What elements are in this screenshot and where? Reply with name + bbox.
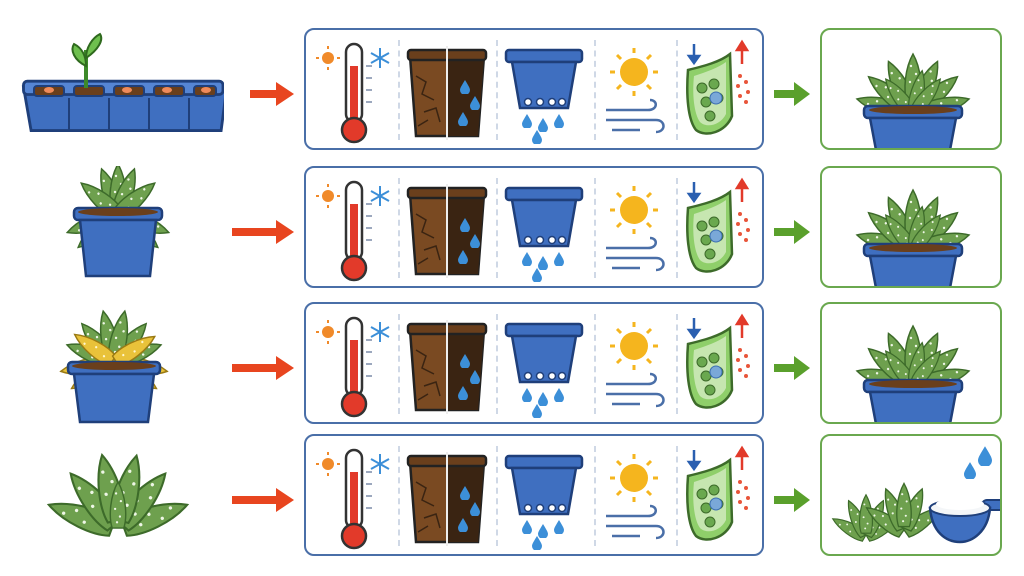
leaf-cell-transpiration-icon (682, 36, 758, 144)
growing-conditions-panel (304, 302, 764, 424)
growing-conditions-panel (304, 28, 764, 150)
drooping-succulent-illustration (14, 166, 224, 298)
drainage-pot-icon (502, 310, 586, 418)
drainage-pot-icon (502, 174, 586, 282)
temperature-icon (314, 310, 392, 418)
row-drooping (0, 166, 1024, 298)
output-arrow (770, 348, 814, 388)
sun-wind-icon (600, 310, 670, 418)
output-arrow (770, 74, 814, 114)
sun-wind-icon (600, 36, 670, 144)
sun-wind-icon (600, 442, 670, 550)
soil-moisture-icon (404, 442, 490, 550)
growing-conditions-panel (304, 434, 764, 556)
input-arrow (228, 480, 298, 520)
leaf-cell-transpiration-icon (682, 442, 758, 550)
temperature-icon (314, 174, 392, 282)
drainage-pot-icon (502, 36, 586, 144)
row-seedlings (0, 28, 1024, 160)
row-yellowing (0, 302, 1024, 434)
output-arrow (770, 212, 814, 252)
soil-moisture-icon (404, 310, 490, 418)
yellowing-succulent-illustration (14, 302, 224, 434)
temperature-icon (314, 36, 392, 144)
leaf-cell-transpiration-icon (682, 310, 758, 418)
result-rosettes-with-fertilizer (820, 434, 1002, 556)
row-leaf-cuttings (0, 434, 1024, 566)
temperature-icon (314, 442, 392, 550)
growing-conditions-panel (304, 166, 764, 288)
input-arrow (228, 74, 298, 114)
succulent-leaves-illustration (14, 434, 224, 566)
result-healthy-plant (820, 28, 1002, 150)
result-healthy-plant (820, 302, 1002, 424)
input-arrow (228, 212, 298, 252)
soil-moisture-icon (404, 174, 490, 282)
leaf-cell-transpiration-icon (682, 174, 758, 282)
soil-moisture-icon (404, 36, 490, 144)
sun-wind-icon (600, 174, 670, 282)
drainage-pot-icon (502, 442, 586, 550)
result-healthy-plant (820, 166, 1002, 288)
seedling-tray-illustration (14, 28, 224, 160)
output-arrow (770, 480, 814, 520)
input-arrow (228, 348, 298, 388)
